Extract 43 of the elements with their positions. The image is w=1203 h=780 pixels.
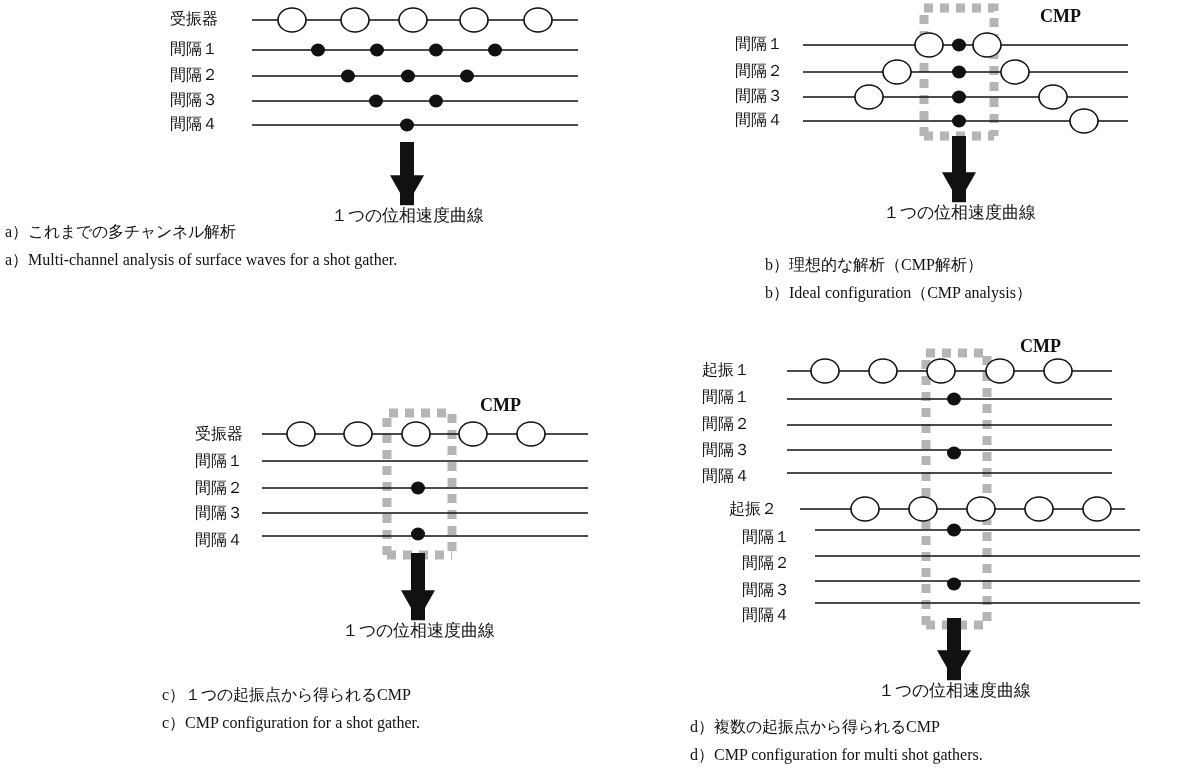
row-label: 間隔２: [702, 414, 750, 434]
row-label: 間隔２: [195, 478, 243, 498]
row-label: 間隔１: [735, 34, 783, 54]
result-label: １つの位相速度曲線: [341, 621, 495, 641]
row-label: 間隔１: [742, 527, 790, 547]
row-label: 起振２: [729, 499, 777, 519]
row-label: 受振器: [195, 424, 243, 444]
caption: b）Ideal configuration（CMP analysis）: [765, 283, 1032, 303]
cmp-label: CMP: [1020, 335, 1061, 357]
caption: c）１つの起振点から得られるCMP: [162, 685, 411, 705]
row-label: 間隔３: [170, 90, 218, 110]
caption: a）Multi-channel analysis of surface waves for a shot gather.: [5, 250, 398, 270]
cmp-label: CMP: [1040, 5, 1081, 27]
caption: d）CMP configuration for multi shot gathers.: [690, 745, 983, 765]
down-arrow: [401, 553, 435, 621]
row-label: 起振１: [702, 360, 750, 380]
row-label: 間隔３: [735, 86, 783, 106]
caption: c）CMP configuration for a shot gather.: [162, 713, 421, 733]
row-label: 間隔１: [195, 451, 243, 471]
down-arrow: [942, 136, 976, 203]
row-label: 間隔２: [735, 61, 783, 81]
down-arrow: [390, 142, 424, 206]
result-label: １つの位相速度曲線: [882, 203, 1036, 223]
row-label: 間隔４: [735, 110, 783, 130]
caption: b）理想的な解析（CMP解析）: [765, 255, 983, 275]
caption: a）これまでの多チャンネル解析: [5, 222, 237, 242]
row-label: 間隔４: [742, 605, 790, 625]
row-label: 間隔２: [742, 553, 790, 573]
row-label: 受振器: [170, 9, 218, 29]
row-label: 間隔３: [195, 503, 243, 523]
result-label: １つの位相速度曲線: [877, 681, 1031, 701]
caption: d）複数の起振点から得られるCMP: [690, 717, 940, 737]
row-label: 間隔３: [702, 440, 750, 460]
row-label: 間隔４: [170, 114, 218, 134]
result-label: １つの位相速度曲線: [330, 206, 484, 226]
down-arrow: [937, 618, 971, 681]
row-label: 間隔２: [170, 65, 218, 85]
row-label: 間隔４: [702, 466, 750, 486]
row-label: 間隔４: [195, 530, 243, 550]
row-label: 間隔１: [702, 387, 750, 407]
row-label: 間隔３: [742, 580, 790, 600]
cmp-label: CMP: [480, 394, 521, 416]
row-label: 間隔１: [170, 39, 218, 59]
